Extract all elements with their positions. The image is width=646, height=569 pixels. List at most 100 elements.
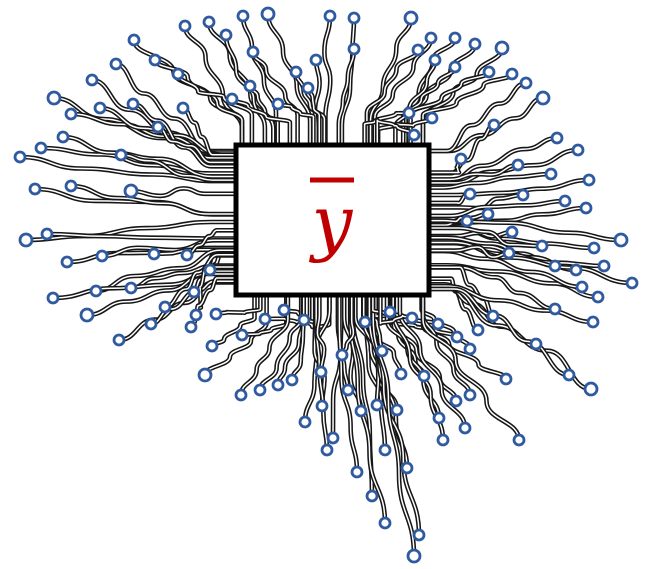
trace-highlight xyxy=(62,136,237,178)
trace-highlight xyxy=(428,231,513,238)
node-circle xyxy=(358,315,372,329)
node-circle xyxy=(124,281,138,295)
trace-highlight xyxy=(369,17,412,146)
trace-highlight xyxy=(422,73,513,146)
node-circle xyxy=(544,167,558,181)
center-box: y xyxy=(233,142,432,298)
node-circle xyxy=(341,383,355,397)
node-circle xyxy=(225,92,239,106)
node-circle xyxy=(548,302,562,316)
trace-highlight xyxy=(130,264,237,289)
trace xyxy=(209,292,257,349)
node-circle xyxy=(487,118,501,132)
trace-highlight xyxy=(132,103,237,168)
trace-highlight xyxy=(428,250,583,288)
node-circle xyxy=(171,67,185,81)
node-circle xyxy=(591,290,605,304)
node-circle xyxy=(347,11,361,25)
node-circle xyxy=(569,263,583,277)
trace-highlight xyxy=(204,294,268,376)
node-circle xyxy=(535,239,549,253)
node-circle xyxy=(575,280,589,294)
node-circle xyxy=(301,81,315,95)
node-circle xyxy=(562,368,576,382)
node-circle xyxy=(260,6,276,22)
node-circle xyxy=(234,388,248,402)
node-circle xyxy=(277,303,291,317)
trace-highlight xyxy=(130,187,237,197)
node-circle xyxy=(390,403,404,417)
node-circle xyxy=(403,10,419,26)
node-circle xyxy=(450,330,464,344)
node-circle xyxy=(85,73,99,87)
node-circle xyxy=(285,373,299,387)
node-circle xyxy=(18,232,34,248)
node-circle xyxy=(471,323,485,337)
node-circle xyxy=(499,372,513,386)
node-circle xyxy=(378,516,392,530)
node-circle xyxy=(56,130,70,144)
node-circle xyxy=(289,65,303,79)
trace-highlight xyxy=(153,248,237,255)
node-circle xyxy=(243,79,257,93)
trace-highlight xyxy=(428,266,494,317)
node-circle xyxy=(412,528,426,542)
node-circle xyxy=(202,15,216,29)
trace-highlight xyxy=(428,149,579,184)
node-circle xyxy=(558,194,572,208)
trace-highlight xyxy=(399,294,466,429)
node-circle xyxy=(535,90,551,106)
trace-highlight xyxy=(164,253,237,308)
node-circle xyxy=(235,328,249,342)
y-bar-symbol: y xyxy=(309,180,354,264)
node-circle xyxy=(463,187,477,201)
node-circle xyxy=(112,333,126,347)
node-circle xyxy=(347,42,361,56)
node-circle xyxy=(463,342,477,356)
node-circle xyxy=(571,143,585,157)
trace-highlight xyxy=(231,98,291,146)
trace-highlight xyxy=(316,294,325,373)
node-circle xyxy=(448,60,462,74)
node-circle xyxy=(407,128,421,142)
node-circle xyxy=(597,259,611,273)
node-circle xyxy=(93,101,107,115)
node-circle xyxy=(432,411,446,425)
node-circle xyxy=(402,106,416,120)
node-circle xyxy=(394,367,408,381)
node-circle xyxy=(315,399,329,413)
node-circle xyxy=(326,431,340,445)
trace-highlight xyxy=(182,107,237,156)
node-circle xyxy=(494,40,510,56)
trace-highlight xyxy=(428,227,543,247)
trace-highlight xyxy=(304,294,331,423)
node-circle xyxy=(582,173,596,187)
node-circle xyxy=(205,339,219,353)
node-circle xyxy=(148,53,162,67)
trace-highlight xyxy=(428,173,552,189)
node-circle xyxy=(114,148,128,162)
node-circle xyxy=(529,337,543,351)
trace-highlight xyxy=(408,66,456,146)
node-circle xyxy=(258,312,272,326)
trace-highlight xyxy=(428,266,556,310)
node-circle xyxy=(60,255,74,269)
trace-highlight xyxy=(95,249,237,292)
trace-highlight xyxy=(343,294,362,412)
node-circle xyxy=(335,348,349,362)
trace-highlight xyxy=(428,194,524,209)
node-circle xyxy=(431,317,445,331)
node-circle xyxy=(323,9,337,23)
node-circle xyxy=(375,344,389,358)
node-circle xyxy=(548,259,562,273)
node-circle xyxy=(46,90,62,106)
node-circle xyxy=(383,305,397,319)
node-circle xyxy=(95,249,109,263)
node-circle xyxy=(428,53,442,67)
trace-highlight xyxy=(19,156,237,182)
node-circle xyxy=(126,97,140,111)
node-circle xyxy=(400,461,414,475)
node-circle xyxy=(298,415,312,429)
node-circle xyxy=(482,65,496,79)
trace-highlight xyxy=(242,15,277,146)
